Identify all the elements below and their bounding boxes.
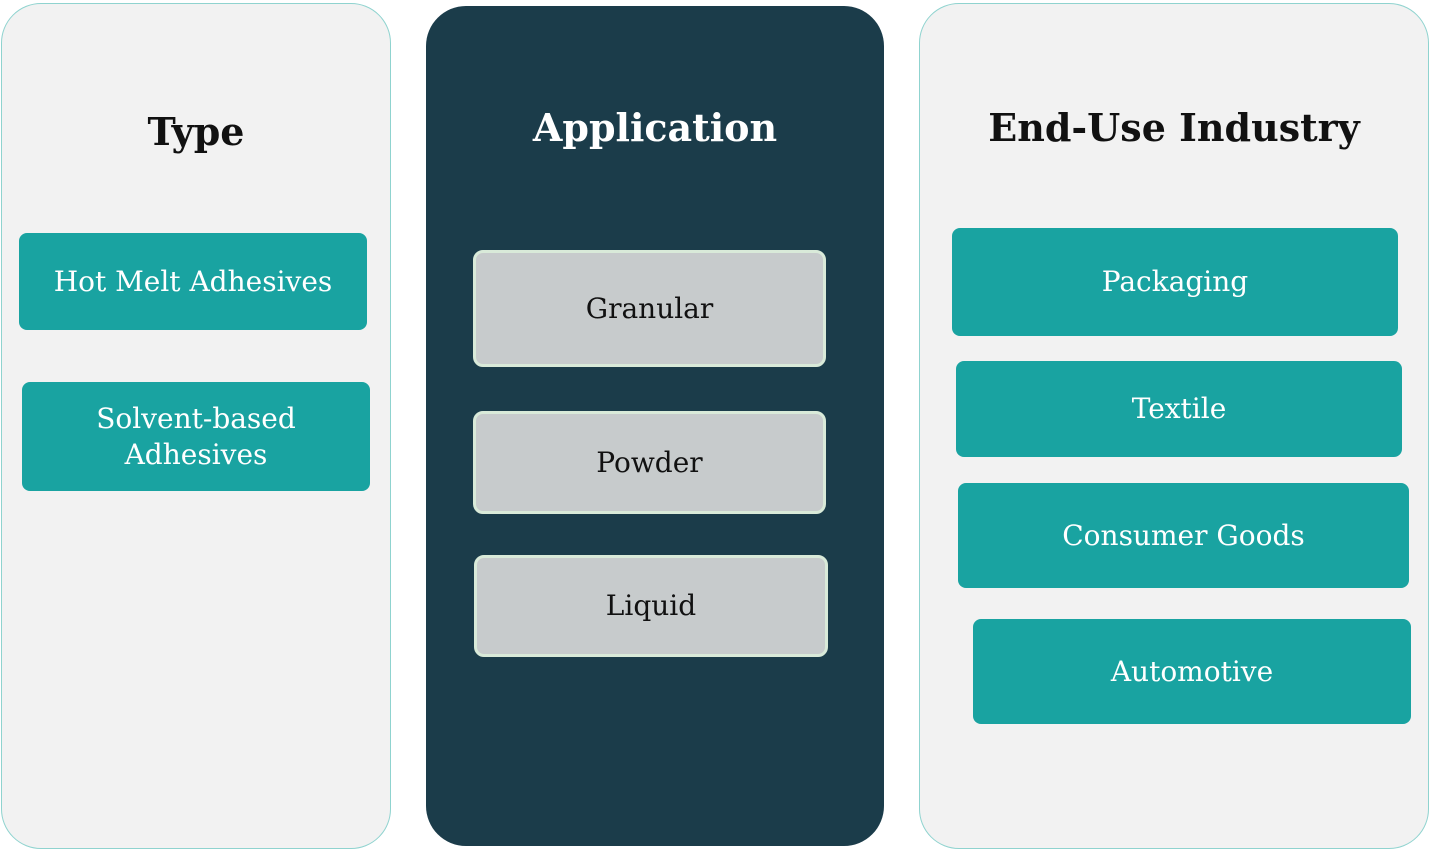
type-panel-title: Type xyxy=(147,109,245,154)
type-item-solvent-based-adhesives: Solvent-based Adhesives xyxy=(22,382,370,491)
application-panel: Application Granular Powder Liquid xyxy=(426,6,884,846)
end-use-item-consumer-goods: Consumer Goods xyxy=(958,483,1409,588)
application-item-liquid: Liquid xyxy=(474,555,828,657)
application-panel-title: Application xyxy=(532,105,778,150)
type-panel: Type Hot Melt Adhesives Solvent-based Ad… xyxy=(1,3,391,849)
application-item-granular: Granular xyxy=(473,250,826,367)
end-use-item-automotive: Automotive xyxy=(973,619,1411,724)
type-item-hot-melt-adhesives: Hot Melt Adhesives xyxy=(19,233,367,330)
end-use-item-textile: Textile xyxy=(956,361,1402,457)
application-item-powder: Powder xyxy=(473,411,826,514)
end-use-item-packaging: Packaging xyxy=(952,228,1398,336)
end-use-industry-panel-title: End-Use Industry xyxy=(988,105,1360,150)
end-use-industry-panel: End-Use Industry Packaging Textile Consu… xyxy=(919,3,1429,849)
